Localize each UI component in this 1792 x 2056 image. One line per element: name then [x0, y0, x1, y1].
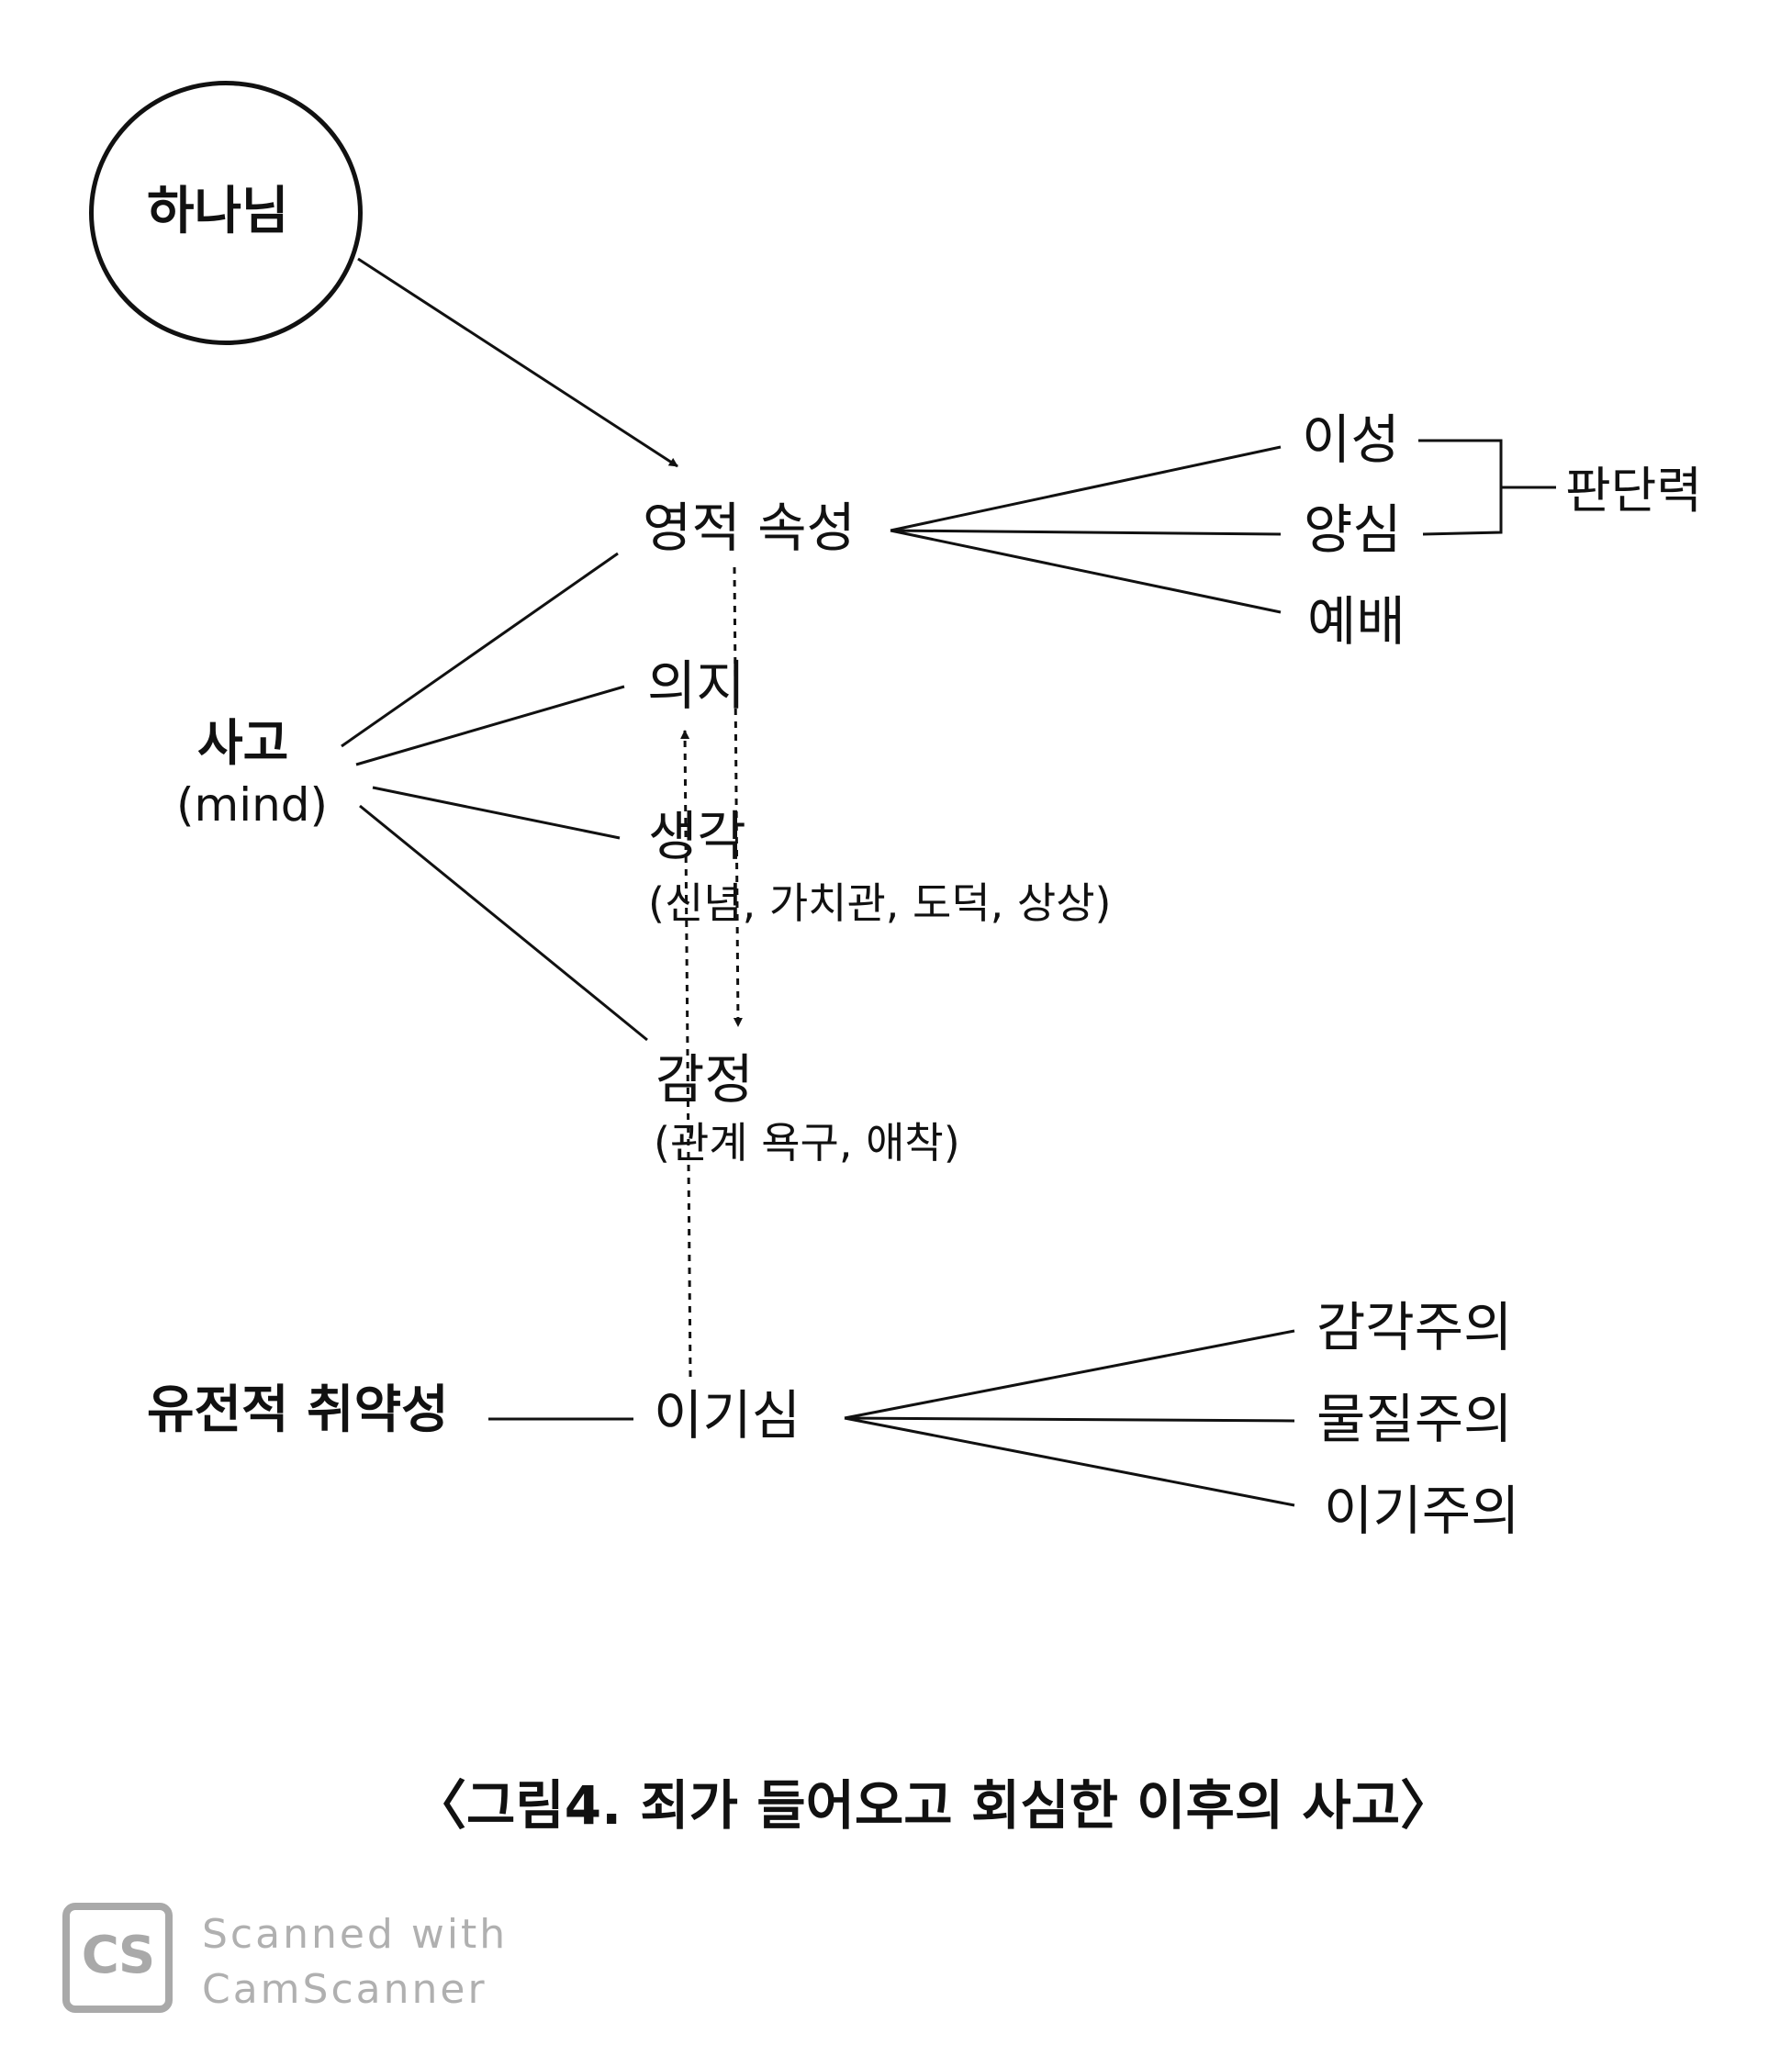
egoism-label: 이기주의 [1324, 1480, 1520, 1542]
mind-to-spirit-line [341, 552, 619, 748]
god-circle [89, 81, 363, 345]
thought-sub-label: (신념, 가치관, 도덕, 상상) [648, 878, 1112, 928]
mind-to-thought-line [372, 786, 621, 840]
thought-label: 생각 [648, 805, 746, 867]
figure-caption: 〈그림4. 죄가 들어오고 회심한 이후의 사고〉 [413, 1774, 1454, 1837]
camscanner-watermark-text: Scanned with CamScanner [202, 1907, 508, 2017]
selfishness-label: 이기심 [654, 1384, 801, 1447]
mind-en-label: (mind) [176, 778, 329, 832]
god-label: 하나님 [147, 182, 289, 241]
judgment-bracket [1418, 439, 1503, 536]
materialism-label: 물질주의 [1316, 1388, 1513, 1450]
dotted-spirit-to-emotion-arrow [733, 566, 743, 1027]
will-label: 의지 [647, 654, 745, 717]
god-to-spirit-arrow [357, 257, 678, 468]
spirit-to-conscience-line [890, 529, 1282, 536]
conscience-label: 양심 [1304, 498, 1402, 561]
dotted-selfishness-to-will-arrow [680, 730, 692, 1378]
spirit-to-reason-line [890, 445, 1282, 532]
spiritual-attribute-label: 영적 속성 [643, 497, 856, 559]
watermark-line-2: CamScanner [202, 1966, 487, 2013]
sensualism-label: 감각주의 [1316, 1296, 1513, 1358]
judgment-label: 판단력 [1565, 462, 1703, 520]
selfishness-to-sensualism-line [844, 1329, 1295, 1420]
camscanner-logo-icon: CS [62, 1903, 173, 2013]
mind-label: 사고 [197, 714, 289, 772]
emotion-label: 감정 [655, 1048, 754, 1111]
watermark-line-1: Scanned with [202, 1911, 509, 1958]
worship-label: 예배 [1307, 590, 1406, 653]
mind-to-emotion-line [359, 804, 648, 1042]
mind-to-will-line [355, 685, 625, 766]
emotion-sub-label: (관계 욕구, 애착) [654, 1118, 960, 1168]
spirit-to-worship-line [890, 529, 1282, 614]
selfishness-to-egoism-line [844, 1416, 1295, 1507]
reason-label: 이성 [1302, 408, 1400, 471]
selfishness-to-materialism-line [844, 1416, 1295, 1423]
genetic-vulnerability-label: 유전적 취약성 [147, 1380, 449, 1440]
